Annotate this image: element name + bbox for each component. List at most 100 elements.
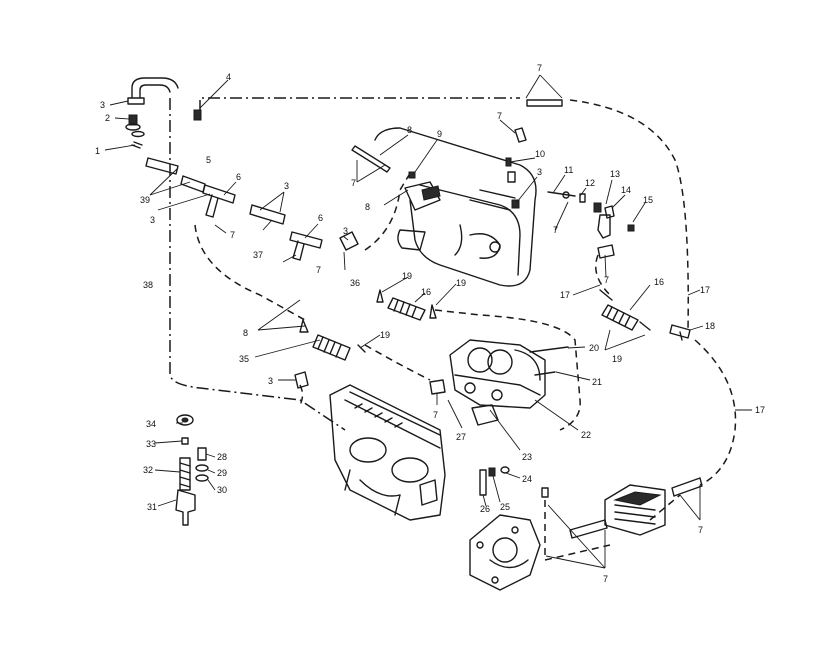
callout-38: 38 [143,280,153,290]
callout-3: 3 [343,226,348,236]
callout-29: 29 [217,468,227,478]
callout-8: 8 [407,125,412,135]
callout-17: 17 [560,290,570,300]
callout-24: 24 [522,474,532,484]
callout-19: 19 [612,354,622,364]
pipe-bottom [569,519,608,539]
hose-pump [544,500,611,561]
callout-13: 13 [610,169,620,179]
pipe-36 [339,231,359,251]
callout-8: 8 [243,328,248,338]
hose-top-right [569,99,689,331]
callout-25: 25 [500,502,510,512]
hose-8-lower [194,224,306,321]
exhaust-pipe-assembly [374,127,537,287]
stud-8 [351,145,391,173]
bolts-24-26 [479,466,549,498]
callout-5: 5 [206,155,211,165]
callout-35: 35 [239,354,249,364]
callout-6: 6 [318,213,323,223]
callout-7: 7 [497,111,502,121]
hose-pump-right [649,494,681,521]
callout-27: 27 [456,432,466,442]
bellow-16-right [599,289,651,331]
callout-34: 34 [146,419,156,429]
leader-lines [104,74,752,569]
fitting-4 [193,109,202,121]
callout-22: 22 [581,430,591,440]
fitting-2 [125,114,145,149]
hose-16 [434,309,581,431]
water-pump-cover [469,514,541,591]
pipe-right [671,477,703,497]
callout-37: 37 [253,250,263,260]
hose-top [199,97,520,112]
callout-6: 6 [236,172,241,182]
callout-17: 17 [700,285,710,295]
callout-10: 10 [535,149,545,159]
callout-26: 26 [480,504,490,514]
callout-9: 9 [437,129,442,139]
callout-32: 32 [143,465,153,475]
callout-23: 23 [522,452,532,462]
electrical-box [604,484,666,536]
callout-7: 7 [230,230,235,240]
callout-7: 7 [603,574,608,584]
callout-19: 19 [402,271,412,281]
fitting-7-carb [429,379,446,395]
callout-3: 3 [537,167,542,177]
callout-12: 12 [585,178,595,188]
hose-35 [364,344,431,381]
tee-fitting-6a [202,184,236,218]
callout-31: 31 [147,502,157,512]
callout-4: 4 [226,72,231,82]
callout-7: 7 [316,265,321,275]
callout-7: 7 [351,178,356,188]
callout-18: 18 [705,321,715,331]
callout-7: 7 [698,525,703,535]
callout-numbers: 1 2 3 4 5 6 3 6 3 7 8 9 7 10 3 11 12 13 … [95,63,765,584]
callout-20: 20 [589,343,599,353]
bolts-top [408,127,527,209]
callout-21: 21 [592,377,602,387]
callout-33: 33 [146,439,156,449]
hose-8-upper [364,169,413,251]
callout-28: 28 [217,452,227,462]
callout-11: 11 [564,165,573,175]
callout-19: 19 [456,278,466,288]
pipe-top-right [526,99,563,107]
bellow-35 [299,319,366,361]
callout-3: 3 [284,181,289,191]
callout-16: 16 [654,277,664,287]
callout-19: 19 [380,330,390,340]
bellow-16-center [376,289,437,321]
hose-lines [169,97,737,561]
callout-3: 3 [268,376,273,386]
callout-3: 3 [100,100,105,110]
callout-30: 30 [217,485,227,495]
hose-17-right [694,339,737,486]
throttle-body [449,339,569,409]
callout-17: 17 [755,405,765,415]
hose-38 [169,98,346,431]
callout-39: 39 [140,195,150,205]
callout-3: 3 [150,215,155,225]
fittings-11-15 [547,191,635,239]
tee-18 [669,324,691,341]
callout-7: 7 [537,63,542,73]
callout-1: 1 [95,146,100,156]
callout-7: 7 [433,410,438,420]
callout-7: 7 [604,275,609,285]
pipe-37 [249,204,286,225]
thermostat-assembly [175,414,209,526]
callout-16: 16 [421,287,431,297]
hose-17-upper [595,254,611,296]
callout-7: 7 [553,225,558,235]
cylinder-block [329,384,446,521]
fitting-7-right [597,244,615,259]
callout-15: 15 [643,195,653,205]
callout-36: 36 [350,278,360,288]
callout-14: 14 [621,185,631,195]
callout-2: 2 [105,113,110,123]
